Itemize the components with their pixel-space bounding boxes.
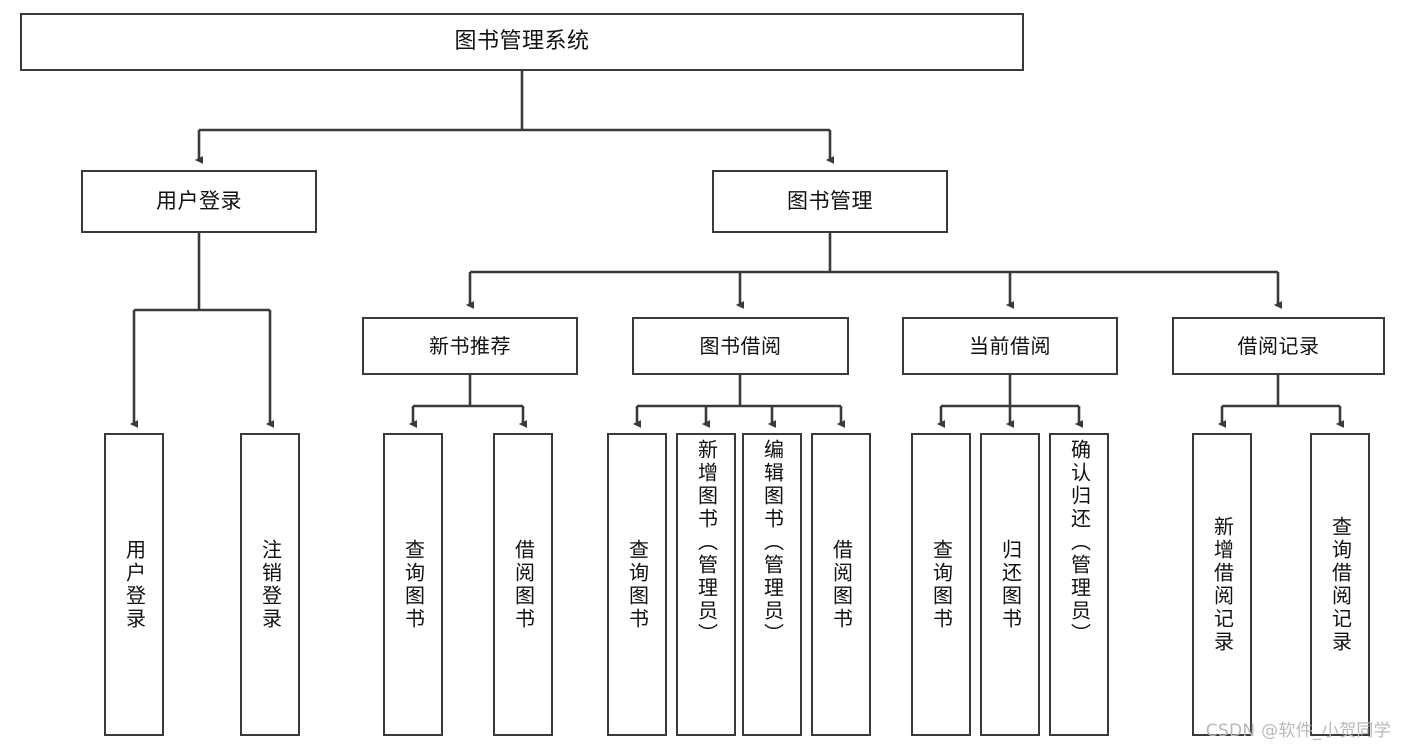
node-label: 图书借阅 xyxy=(699,333,782,358)
node-label: 用户登录 xyxy=(122,538,147,631)
node-label: 借阅图书 xyxy=(829,538,854,631)
leaf-borrow-book-1[interactable]: 借阅图书 xyxy=(493,433,553,736)
leaf-add-book-admin[interactable]: 新增图书（管理员） xyxy=(676,433,736,736)
leaf-query-book-3[interactable]: 查询图书 xyxy=(911,433,971,736)
node-label: 查询借阅记录 xyxy=(1328,515,1353,654)
watermark-text: CSDN @软件_小贺同学 xyxy=(1205,721,1391,741)
node-label: 新增借阅记录 xyxy=(1210,515,1235,654)
node-new-book-recommend[interactable]: 新书推荐 xyxy=(362,317,578,375)
node-label: 新增图书（管理员） xyxy=(694,439,719,646)
node-label: 借阅图书 xyxy=(511,538,536,631)
node-current-borrow[interactable]: 当前借阅 xyxy=(902,317,1118,375)
leaf-borrow-book-2[interactable]: 借阅图书 xyxy=(811,433,871,736)
node-label: 新书推荐 xyxy=(429,333,511,358)
leaf-return-book[interactable]: 归还图书 xyxy=(980,433,1040,736)
node-label: 借阅记录 xyxy=(1237,333,1320,358)
node-label: 编辑图书（管理员） xyxy=(760,439,785,646)
node-root-system[interactable]: 图书管理系统 xyxy=(20,13,1024,71)
node-user-login[interactable]: 用户登录 xyxy=(81,170,317,233)
node-label: 图书管理系统 xyxy=(454,29,590,55)
node-label: 归还图书 xyxy=(998,538,1023,631)
node-label: 用户登录 xyxy=(156,189,242,214)
node-label: 查询图书 xyxy=(929,538,954,631)
leaf-query-book-1[interactable]: 查询图书 xyxy=(383,433,443,736)
leaf-user-login-do[interactable]: 用户登录 xyxy=(104,433,164,736)
leaf-query-borrow-record[interactable]: 查询借阅记录 xyxy=(1310,433,1370,736)
node-book-borrow[interactable]: 图书借阅 xyxy=(632,317,849,375)
leaf-edit-book-admin[interactable]: 编辑图书（管理员） xyxy=(742,433,802,736)
node-label: 确认归还（管理员） xyxy=(1067,439,1092,646)
node-label: 图书管理 xyxy=(787,189,873,214)
leaf-query-book-2[interactable]: 查询图书 xyxy=(607,433,667,736)
leaf-add-borrow-record[interactable]: 新增借阅记录 xyxy=(1192,433,1252,736)
node-label: 查询图书 xyxy=(625,538,650,631)
node-label: 查询图书 xyxy=(401,538,426,631)
node-borrow-record[interactable]: 借阅记录 xyxy=(1172,317,1385,375)
node-label: 当前借阅 xyxy=(969,333,1051,358)
leaf-confirm-return-admin[interactable]: 确认归还（管理员） xyxy=(1049,433,1109,736)
node-book-manage[interactable]: 图书管理 xyxy=(712,170,948,233)
node-label: 注销登录 xyxy=(258,538,283,631)
leaf-user-logout[interactable]: 注销登录 xyxy=(240,433,300,736)
